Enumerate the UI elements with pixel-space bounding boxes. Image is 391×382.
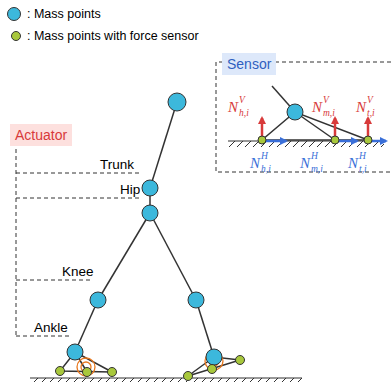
foot-point-index: t,i bbox=[367, 109, 375, 119]
force-direction: H bbox=[261, 152, 268, 162]
force-label: NHm,i bbox=[300, 152, 330, 178]
force-direction: V bbox=[367, 96, 373, 106]
force-direction: V bbox=[239, 96, 245, 106]
force-symbol: N bbox=[356, 100, 366, 115]
legend-text: : Mass points bbox=[27, 7, 101, 21]
box-title: Sensor bbox=[227, 56, 271, 72]
force-symbol: N bbox=[250, 156, 260, 171]
force-symbol: N bbox=[228, 100, 238, 115]
force-symbol: N bbox=[348, 156, 358, 171]
legend-text: : Mass points with force sensor bbox=[27, 29, 199, 43]
force-label: NVt,i bbox=[356, 96, 386, 122]
sensor-label-box: Sensor bbox=[222, 53, 276, 75]
force-symbol: N bbox=[300, 156, 310, 171]
force-label: NHt,i bbox=[348, 152, 378, 178]
legend-row: : Mass points bbox=[7, 7, 101, 21]
foot-point-index: m,i bbox=[311, 165, 323, 175]
actuator-label-box: Actuator bbox=[10, 124, 72, 146]
joint-label: Knee bbox=[62, 265, 94, 279]
force-label: NHh,i bbox=[250, 152, 280, 178]
force-label: NVm,i bbox=[312, 96, 342, 122]
legend-row: : Mass points with force sensor bbox=[9, 29, 199, 43]
foot-point-index: t,i bbox=[359, 165, 367, 175]
legend-swatch bbox=[7, 7, 21, 21]
force-direction: H bbox=[311, 152, 318, 162]
force-symbol: N bbox=[312, 100, 322, 115]
force-direction: V bbox=[323, 96, 329, 106]
box-title: Actuator bbox=[15, 127, 67, 143]
legend-swatch bbox=[11, 31, 21, 41]
foot-point-index: h,i bbox=[261, 165, 271, 175]
foot-point-index: m,i bbox=[323, 109, 335, 119]
joint-label: Ankle bbox=[34, 321, 68, 335]
joint-label: Trunk bbox=[100, 158, 134, 172]
joint-label: Hip bbox=[120, 183, 140, 197]
foot-point-index: h,i bbox=[239, 109, 249, 119]
force-direction: H bbox=[359, 152, 366, 162]
force-label: NVh,i bbox=[228, 96, 258, 122]
